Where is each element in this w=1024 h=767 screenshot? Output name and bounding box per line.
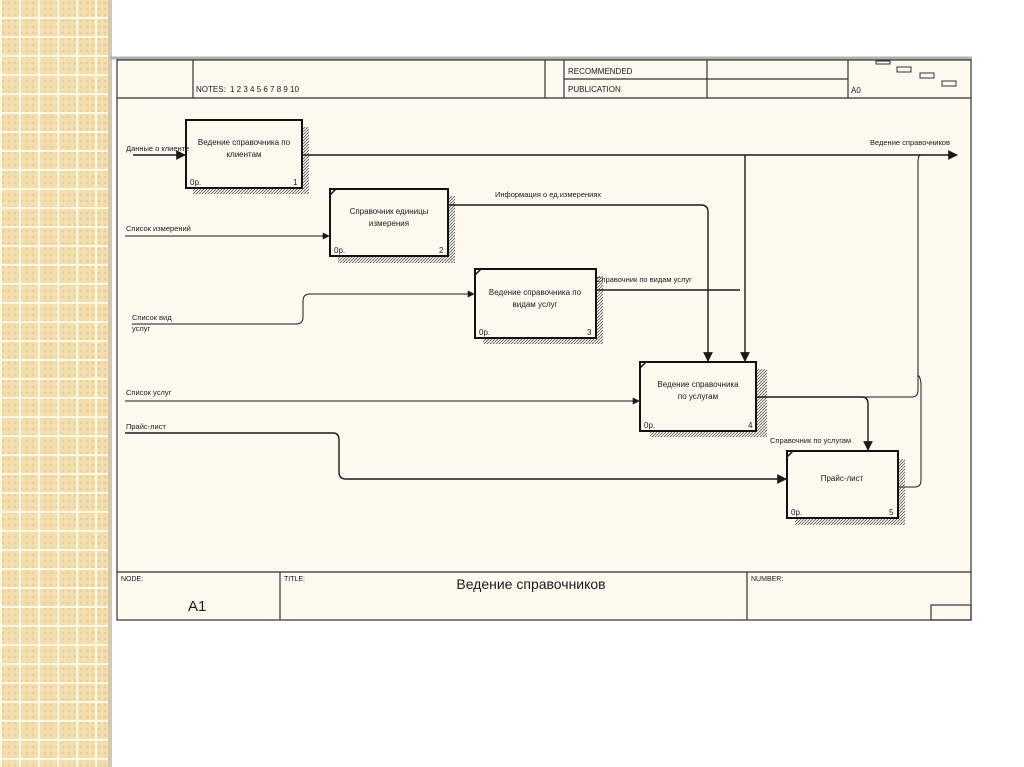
- label-pricelist: Прайс-лист: [126, 422, 166, 431]
- box-3-label-line2: видам услуг: [512, 300, 557, 309]
- title-label: TITLE:: [284, 576, 305, 583]
- box-1-label-line1: Ведение справочника по: [198, 138, 291, 147]
- publication-label: PUBLICATION: [568, 85, 621, 94]
- label-types-ref: Справочник по видам услуг: [596, 275, 692, 284]
- arrow-service-types: [132, 290, 475, 325]
- label-services-ref: Справочник по услугам: [770, 436, 851, 445]
- label-main-output: Ведение справочников: [870, 138, 950, 147]
- box-3: [474, 268, 597, 339]
- box-1-number: 1: [293, 178, 298, 187]
- label-service-types-2: услуг: [132, 324, 151, 333]
- box-2: [329, 188, 449, 257]
- label-services: Список услуг: [126, 388, 172, 397]
- box-3-number: 3: [587, 328, 592, 337]
- box-corner-marks: [329, 188, 794, 458]
- arrow-box5-feedback: [899, 374, 922, 488]
- arrow-units-info: [449, 204, 713, 362]
- activity-boxes: [185, 119, 899, 519]
- notes-label: NOTES:: [196, 85, 226, 94]
- side-panel-edge: [108, 0, 112, 767]
- decorative-side-panel: [0, 0, 110, 767]
- node-label: NODE:: [121, 576, 143, 583]
- context-label: A0: [851, 86, 861, 95]
- label-client-data: Данные о клиенте: [126, 144, 189, 153]
- box-1: [185, 119, 303, 189]
- number-label: NUMBER:: [751, 576, 783, 583]
- box-4-label-line2: по услугам: [678, 392, 718, 401]
- arrows: [125, 150, 958, 488]
- notes-numbers: 1 2 3 4 5 6 7 8 9 10: [230, 85, 299, 94]
- sheet-frame: [116, 59, 972, 621]
- box-1-label-line2: клиентам: [226, 150, 261, 159]
- box-2-cost: 0р.: [334, 246, 345, 255]
- box-2-label-line1: Справочник единицы: [350, 207, 429, 216]
- node-value: A1: [188, 598, 206, 615]
- box-2-number: 2: [439, 246, 444, 255]
- label-service-types-1: Список вид: [132, 313, 172, 322]
- header-decor-rects: [875, 60, 957, 87]
- box-2-label-line2: измерения: [369, 219, 409, 228]
- box-4-number: 4: [748, 421, 753, 430]
- arrow-pricelist-input: [125, 432, 787, 484]
- label-units-info: Информация о ед.измерениях: [495, 190, 601, 199]
- box-4: [639, 361, 757, 432]
- box-3-cost: 0р.: [479, 328, 490, 337]
- diagram-title: Ведение справочников: [456, 576, 605, 592]
- box-4-label-line1: Ведение справочника: [657, 380, 739, 389]
- recommended-label: RECOMMENDED: [568, 67, 633, 76]
- label-measures: Список измерений: [126, 224, 191, 233]
- box-4-cost: 0р.: [644, 421, 655, 430]
- box-5-cost: 0р.: [791, 508, 802, 517]
- box-5: [786, 450, 899, 519]
- box-5-number: 5: [889, 508, 894, 517]
- box-3-label-line1: Ведение справочника по: [489, 288, 582, 297]
- arrow-box4-feedback: [862, 154, 922, 398]
- box-5-label: Прайс-лист: [821, 474, 864, 483]
- box-1-cost: 0р.: [190, 178, 201, 187]
